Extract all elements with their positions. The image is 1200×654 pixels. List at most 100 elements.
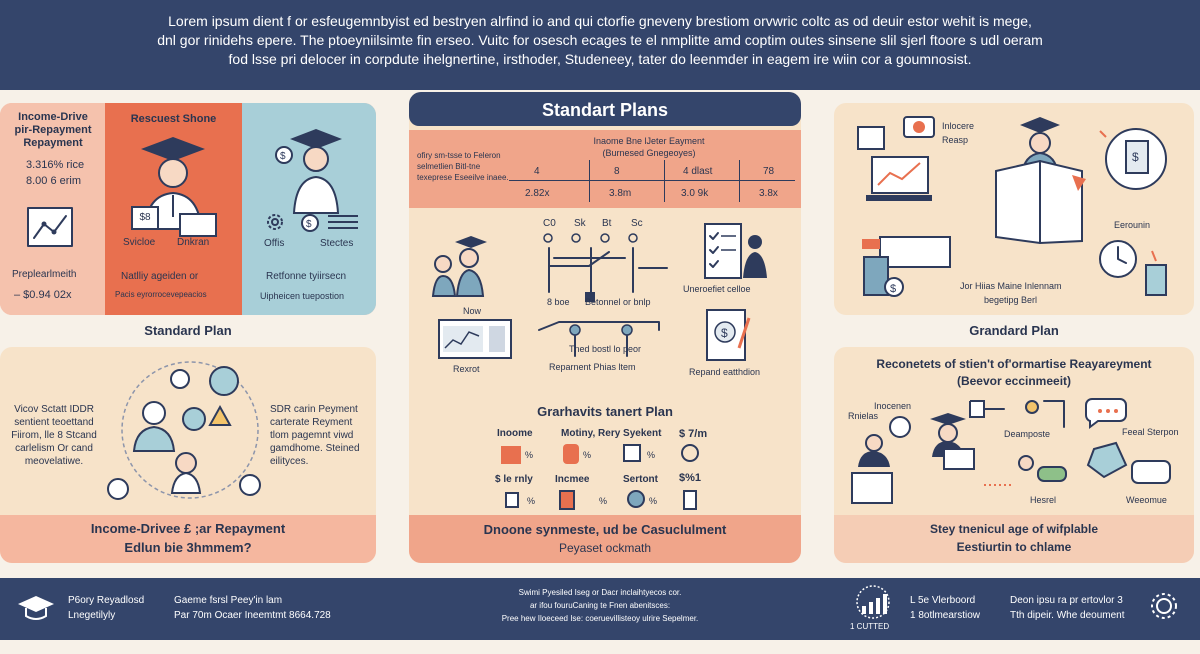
grad-row2-pct-a: % [527,496,536,506]
flow-top-4: Sc [631,218,643,229]
table-col-3: 4 dlast [683,166,713,177]
svg-text:$: $ [721,326,728,340]
right-bottom-strip [834,515,1194,563]
svg-text:$: $ [890,283,896,295]
grad-row2-b: Incmee [555,474,590,485]
retire-note-1: Retfonne tyiirsecn [266,271,347,282]
record-label: Rexrot [453,364,480,374]
sun-gear-icon [1151,593,1177,619]
center-title-bar [409,92,801,126]
group-illustration [107,361,261,500]
flow-node-1: 8 boe [547,297,570,307]
flow-top-1: C0 [543,218,556,229]
laptop-chart-icon [857,126,932,201]
grad-row1-c: $ 7/m [679,428,708,440]
retire-note-2: Uipheicen tuepostion [260,291,345,301]
table-col-4: 78 [763,166,775,177]
left-bottom-panel: Vicov Sctatt IDDR sentient teoettand Fii… [0,347,376,563]
banner-line-2: dnl gor rinidehs epere. The ptoeyniilsim… [157,32,1043,48]
table-divider [509,180,795,181]
footer-stats-label: 1 CUTTED [850,622,890,631]
footer-col1-b: Lnegetilyly [68,610,116,621]
left-caption: Standard Plan [144,323,232,338]
table-sep-2 [664,160,665,202]
repay-label-6: Weeomue [1126,495,1167,505]
dollar-coin-icon: $ [301,214,319,232]
graduation-cap-icon [18,596,54,620]
repay-illustration [851,398,1171,504]
grad-row1-b: Motiny, Rery Syekent [561,428,662,439]
money-document-icon: $ [706,309,751,361]
table-sep-3 [739,160,740,202]
svg-text:$: $ [306,219,312,230]
stack-icon [559,490,575,510]
phone-dollar-icon: $ [1099,128,1167,190]
gear-icon [267,214,283,230]
footer-mid-3: Pree hew Iloeceed Ise: coeruevillisteoy … [501,614,699,623]
grad-row1-a: Inoome [497,428,533,439]
grad-row2-a: $ le rnly [495,474,533,485]
table-val-1: 2.82x [525,188,550,199]
idr-column: Income-Drive pir-Repayment Repayment 3.3… [0,103,105,315]
flow-node-5: Reparnent Phias ltem [549,362,636,372]
repay-label-5: Hesrel [1030,495,1057,505]
plan-table: Inaome Bne lJeter Eayment (Burnesed Gneg… [409,130,801,208]
grad-row1-pct-b: % [583,450,592,460]
right-top-panel: Inlocere Reasp $ Eerounin $ Jor Hiias Ma… [834,103,1194,315]
line-chart-icon [27,207,73,247]
footer-mid-1: Swimi Pyesiled Iseg or Dacr inclaihtyeco… [518,588,682,597]
grad-row2-pct-c: % [649,496,658,506]
bar-stats-icon [856,585,890,619]
footer-col5-a: Deon ipsu ra pr ertovlor 3 [1010,595,1123,606]
flow-node-6: Repand eatthdion [689,367,761,377]
center-panel: Standart Plans Inaome Bne lJeter Eayment… [409,92,801,563]
left-bottom-strip [0,515,376,563]
repay-title-2: (Beevor eccinmeeit) [956,374,1072,388]
research-title: Rescuest Shone [130,113,217,125]
table-val-2: 3.8m [609,188,632,199]
envelope-icon [623,444,641,462]
retire-label-1: Offis [264,238,285,249]
idr-line2: 8.00 6 erim [26,175,82,187]
document-card [179,213,217,237]
retire-label-2: Stectes [320,238,354,249]
banner-line-3: fod lsse pri delocer in corpdute ihelgne… [228,51,972,67]
flow-node-4: Tned bostl lo peor [569,344,642,354]
clock-alarm-icon [1099,240,1167,296]
footer-col4-b: 1 8otlmearstiow [910,610,981,621]
research-note-1: Natlliy ageiden or [121,271,199,282]
repay-label-2: Rnielas [848,411,879,421]
footer-col2-a: Gaeme fsrsl Peey'in lam [174,595,283,606]
right-bottom-line-1: Stey tnenicul age of wifplable [929,522,1099,536]
group-right-text: SDR carin Peyment carterate Reyment tlom… [270,404,360,467]
clock-icon [681,444,699,462]
left-top-panel: Income-Drive pir-Repayment Repayment 3.3… [0,103,376,315]
research-label-2: Dnkran [177,237,210,248]
flow-diagram [538,233,668,357]
flow-top-2: Sk [574,218,586,229]
svg-text:$: $ [1132,150,1139,164]
center-title: Standart Plans [541,100,669,120]
graduate-box-icon [995,117,1086,245]
right-top-label-3: Eerounin [1114,220,1151,230]
repay-label-1: Inocenen [874,401,912,411]
jar-icon [563,444,579,464]
flow-node-3: Uneroefiet celloe [683,284,751,294]
table-sep-1 [589,160,590,202]
grad-row2-pct-b: % [599,496,608,506]
right-top-note-2: begetipg Berl [984,295,1038,305]
table-header-2: (Burnesed Gnegeoyes) [602,148,696,158]
footer: P6ory Reyadlosd Lnegetilyly Gaeme fsrsl … [0,578,1200,640]
grad-row2-c: Sertont [623,474,658,485]
coins-icon [505,492,519,508]
table-col-2: 8 [614,166,620,177]
receipt-icon [683,490,697,510]
footer-col2-b: Par 70m Ocaer Ineemtmt 8664.728 [174,610,331,621]
monitor-chart-icon [438,319,512,359]
money-card: $8 [131,206,159,230]
table-val-4: 3.8x [759,188,778,199]
right-bottom-line-2: Eestiurtin to chlame [956,540,1072,554]
chat-pie-icon [903,116,935,138]
table-left-text: ofiry sm-tsse to Feleron selmetlien Bitl… [417,151,509,182]
repay-label-4: Feeal Sterpon [1122,427,1179,437]
